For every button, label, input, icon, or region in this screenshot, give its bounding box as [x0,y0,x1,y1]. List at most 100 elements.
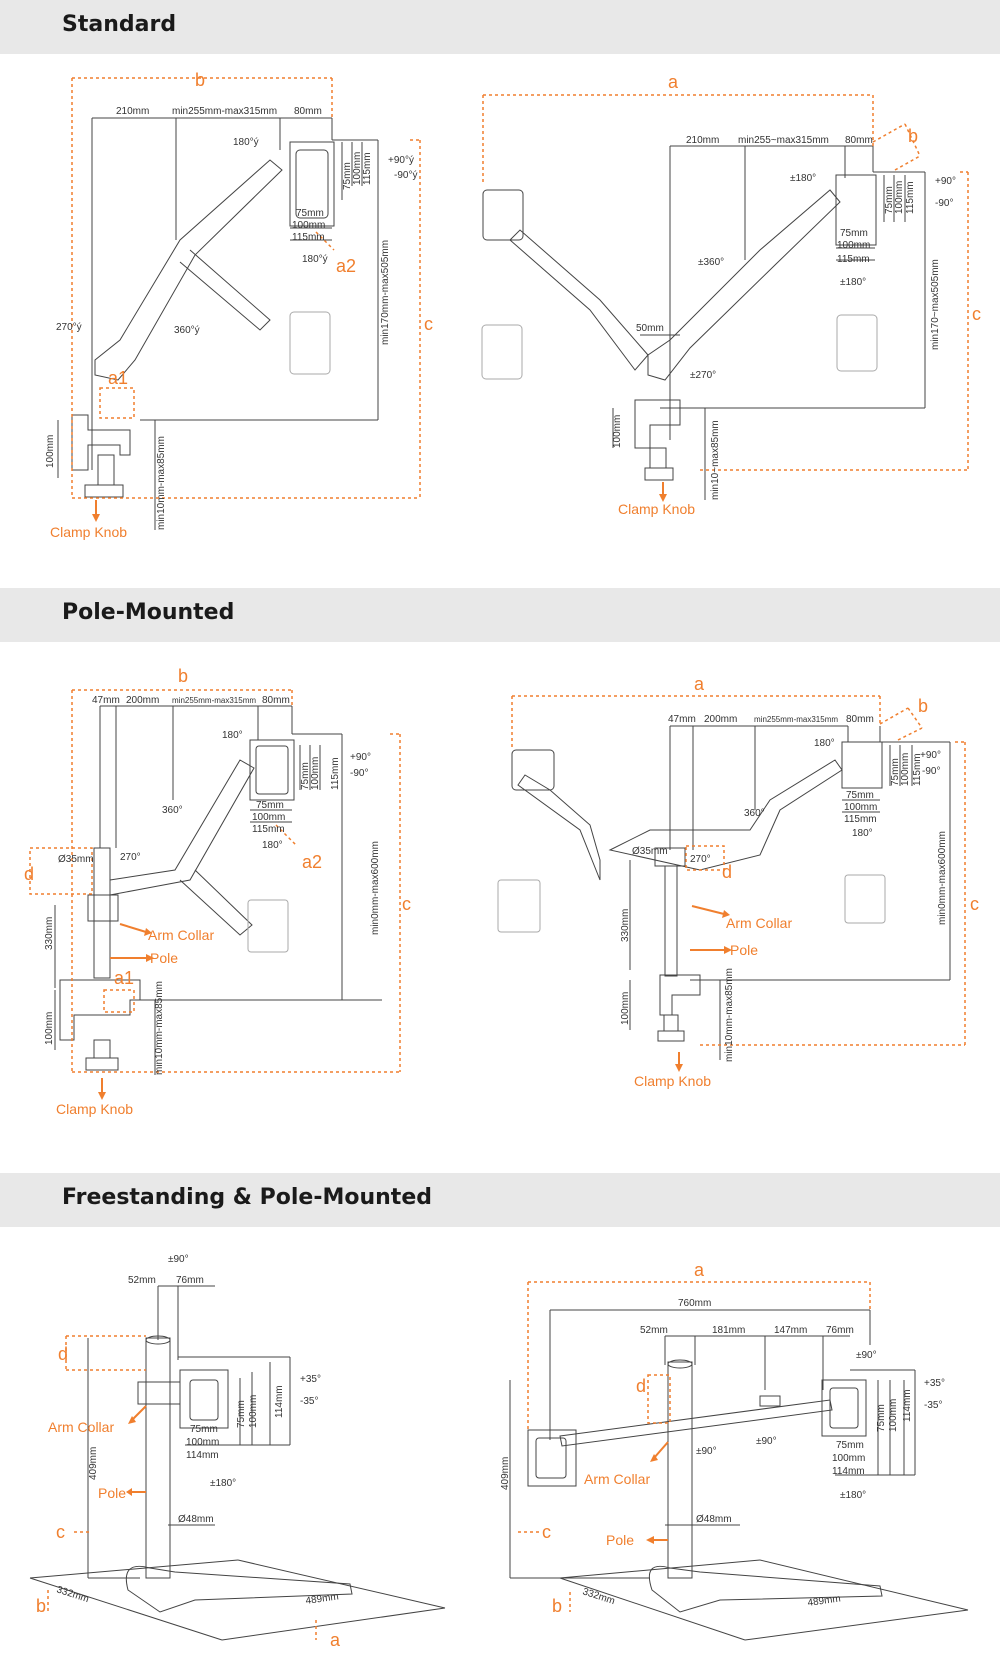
dim-c: c [542,1522,551,1542]
dim-a1: a1 [114,968,134,988]
standard-dual-diagram: a b 210mm min255~max315mm 80mm ±180° +90… [481,72,981,517]
dim-210: 210mm [116,106,149,117]
rot-180b: ±180° [840,277,866,288]
tilt-down: -35° [924,1400,942,1411]
rot-180b: 180° [262,840,283,851]
dim-c: c [972,304,981,324]
dim-409: 409mm [88,1447,99,1480]
rot-90c: ±90° [756,1436,777,1447]
tilt-down: -35° [300,1396,318,1407]
dim-b: b [908,126,918,146]
dim-d: d [636,1376,646,1396]
vesa-h114: 114mm [832,1466,865,1477]
rot-270: 270°ý [56,322,82,333]
dim-c: c [424,314,433,334]
section-band-freestanding: Freestanding & Pole-Mounted [0,1173,1000,1227]
vesa-v100: 100mm [310,757,321,790]
pole-dual-diagram: a b 47mm 200mm min255mm-max315mm 80mm 18… [497,674,979,1089]
dim-diameter: Ø48mm [178,1514,214,1525]
dim-489: 489mm [305,1591,340,1607]
clamp-100: 100mm [612,415,623,448]
dim-330: 330mm [620,909,631,942]
dim-b: b [195,70,205,90]
dim-760: 760mm [678,1298,711,1309]
pole-label: Pole [730,942,758,958]
dim-52: 52mm [640,1325,668,1336]
dim-range: min255mm-max315mm [172,696,256,705]
vesa-h100: 100mm [844,802,877,813]
rot-180a: ±180° [790,173,816,184]
vesa-v114: 114mm [902,1389,913,1422]
vesa-h100: 100mm [837,240,870,251]
dim-200: 200mm [704,714,737,725]
tilt-up: +90° [350,752,371,763]
vesa-v75: 75mm [300,762,311,790]
dim-332: 332mm [581,1586,616,1607]
dim-b: b [552,1596,562,1616]
vesa-v100: 100mm [888,1399,899,1432]
vesa-v75: 75mm [342,162,353,190]
dim-181: 181mm [712,1325,745,1336]
tilt-down: -90° [922,766,940,777]
rot-360: 360° [744,808,765,819]
dim-a2: a2 [336,256,356,276]
dim-c: c [56,1522,65,1542]
dim-b: b [36,1596,46,1616]
rot-180a: 180°ý [233,137,259,148]
freestanding-single-diagram: ±90° 52mm 76mm d +35° -35° 75mm 100mm 11… [29,1254,446,1650]
vesa-v100: 100mm [894,181,905,214]
arm-collar-label: Arm Collar [48,1419,114,1435]
vesa-h115: 115mm [844,814,877,825]
dim-b: b [178,666,188,686]
vesa-h100: 100mm [186,1437,219,1448]
clamp-knob-label: Clamp Knob [56,1101,133,1117]
dim-a: a [694,1260,705,1280]
dim-80: 80mm [845,135,873,146]
vesa-v75: 75mm [236,1400,247,1428]
dim-diameter: Ø35mm [58,854,94,865]
dim-52: 52mm [128,1275,156,1286]
vesa-v115: 115mm [330,757,341,790]
clamp-range: min10~max85mm [710,420,721,500]
rot-360: 360° [162,805,183,816]
vesa-h75: 75mm [846,790,874,801]
dim-height: min170mm-max505mm [380,240,391,345]
dim-a: a [330,1630,341,1650]
pole-label: Pole [606,1532,634,1548]
dim-a: a [694,674,705,694]
dim-409: 409mm [500,1457,511,1490]
dim-76: 76mm [176,1275,204,1286]
vesa-h100: 100mm [832,1453,865,1464]
vesa-h75: 75mm [256,800,284,811]
dim-b: b [918,696,928,716]
rot-180a: 180° [222,730,243,741]
tilt-up: +90°ý [388,155,414,166]
clamp-range: min10mm-max85mm [724,968,735,1062]
dim-c: c [402,894,411,914]
tilt-up: +90° [920,750,941,761]
rot-360: ±360° [698,257,724,268]
vesa-h100: 100mm [292,220,325,231]
dim-489: 489mm [807,1593,842,1609]
rot-180: ±180° [840,1490,866,1501]
vesa-v100: 100mm [248,1395,259,1428]
dim-d: d [722,862,732,882]
dim-a2: a2 [302,852,322,872]
dim-c: c [970,894,979,914]
rot-90a: ±90° [856,1350,877,1361]
dim-range: min255mm-max315mm [172,106,277,117]
pole-single-diagram: b 47mm 200mm min255mm-max315mm 80mm 180°… [24,666,411,1117]
tilt-up: +35° [924,1378,945,1389]
freestanding-dual-diagram: a 760mm 52mm 181mm 147mm 76mm ±90° +35° … [500,1260,969,1641]
dim-330: 330mm [44,917,55,950]
clamp-range: min10mm-max85mm [154,981,165,1075]
rot-90: ±90° [168,1254,189,1265]
vesa-v114: 114mm [274,1385,285,1418]
dim-80: 80mm [294,106,322,117]
rot-270: 270° [690,854,711,865]
tilt-up: +90° [935,176,956,187]
vesa-h115: 115mm [252,824,285,835]
pole-label: Pole [98,1485,126,1501]
dim-76: 76mm [826,1325,854,1336]
dim-height: min0mm-max600mm [370,841,381,935]
